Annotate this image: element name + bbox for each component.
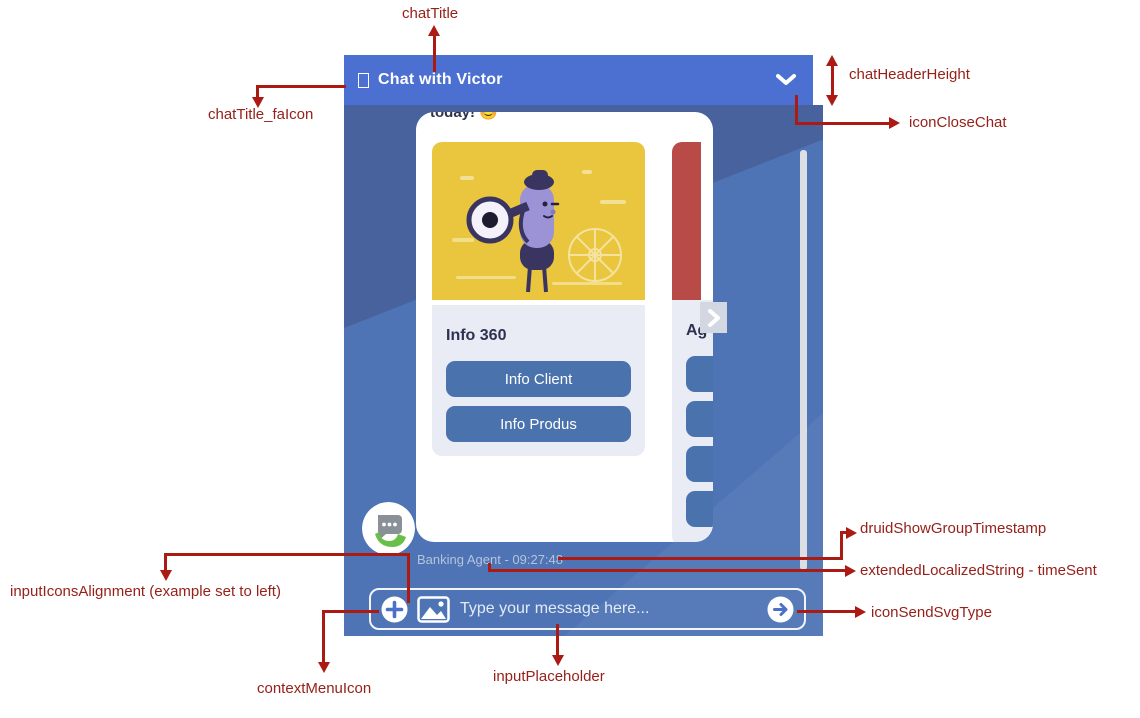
send-button[interactable] — [767, 596, 794, 623]
annotation-line — [558, 557, 843, 560]
upload-image-button[interactable] — [417, 595, 450, 623]
arrowhead — [845, 565, 856, 577]
image-icon — [417, 595, 450, 623]
card-button-stub[interactable] — [686, 356, 713, 392]
annotation-header-height: chatHeaderHeight — [849, 66, 970, 83]
annotation-line — [840, 531, 848, 534]
card-info-section: Ag — [672, 300, 713, 542]
chevron-right-icon — [707, 308, 720, 327]
arrowhead — [160, 570, 172, 581]
card-button-info-client[interactable]: Info Client — [446, 361, 631, 397]
carousel-card-1: Info 360 Info Client Info Produs — [432, 142, 645, 456]
bot-avatar-druid-logo — [362, 502, 415, 555]
card-image-sailor-illustration — [432, 142, 645, 300]
arrowhead — [889, 117, 900, 129]
annotation-line — [556, 624, 559, 656]
chat-input-bar — [369, 588, 806, 630]
annotation-line — [488, 563, 491, 572]
annotation-line — [258, 85, 346, 88]
chat-title: Chat with Victor — [378, 71, 503, 88]
plus-circle-icon — [381, 596, 408, 622]
message-timestamp: Banking Agent - 09:27:48 — [417, 552, 564, 567]
arrowhead — [826, 55, 838, 66]
annotation-line — [488, 569, 846, 572]
annotation-line — [831, 63, 834, 97]
annotation-line — [795, 95, 798, 125]
context-menu-button[interactable] — [381, 596, 408, 623]
arrowhead — [318, 662, 330, 673]
chat-header: Chat with Victor — [344, 55, 813, 105]
arrowhead — [552, 655, 564, 666]
arrowhead — [252, 97, 264, 108]
annotation-icon-close: iconCloseChat — [909, 114, 1007, 131]
close-chat-button[interactable] — [773, 70, 799, 90]
annotation-input-placeholder: inputPlaceholder — [493, 668, 605, 685]
annotation-line — [797, 610, 857, 613]
arrowhead — [826, 95, 838, 106]
message-input[interactable] — [458, 599, 767, 619]
card-image-red — [672, 142, 701, 300]
annotation-line — [256, 85, 259, 98]
annotation-time-sent: extendedLocalizedString - timeSent — [860, 562, 1097, 579]
chat-body: today! 😊 — [344, 105, 823, 636]
annotation-line — [840, 531, 843, 560]
annotation-line — [164, 553, 167, 571]
card-button-info-produs[interactable]: Info Produs — [446, 406, 631, 442]
annotation-context-menu: contextMenuIcon — [257, 680, 372, 697]
send-arrow-icon — [767, 596, 794, 622]
annotation-line — [433, 34, 436, 72]
partial-message-text: today! 😊 — [430, 112, 498, 121]
annotation-line — [795, 122, 890, 125]
arrowhead — [855, 606, 866, 618]
arrowhead — [428, 25, 440, 36]
annotation-line — [322, 610, 379, 613]
annotation-line — [164, 553, 410, 556]
annotation-fa-icon: chatTitle_faIcon — [208, 106, 314, 123]
card-button-stub[interactable] — [686, 446, 713, 482]
annotation-icons-alignment: inputIconsAlignment (example set to left… — [10, 583, 281, 600]
arrowhead — [846, 527, 857, 539]
chat-title-fa-icon — [358, 72, 369, 88]
scrollbar[interactable] — [800, 150, 807, 570]
card-title: Info 360 — [446, 327, 507, 344]
annotation-send-icon: iconSendSvgType — [871, 604, 992, 621]
carousel-next-button[interactable] — [700, 302, 727, 333]
annotation-group-timestamp: druidShowGroupTimestamp — [860, 520, 1047, 537]
annotation-chat-title: chatTitle — [402, 5, 459, 22]
annotation-line — [407, 553, 410, 603]
annotation-line — [322, 610, 325, 663]
bot-message-card: today! 😊 — [416, 112, 713, 542]
card-button-stub[interactable] — [686, 401, 713, 437]
carousel-card-2: Ag — [672, 142, 713, 542]
card-button-stub[interactable] — [686, 491, 713, 527]
card-info-section: Info 360 Info Client Info Produs — [432, 305, 645, 456]
chevron-down-icon — [776, 74, 796, 85]
